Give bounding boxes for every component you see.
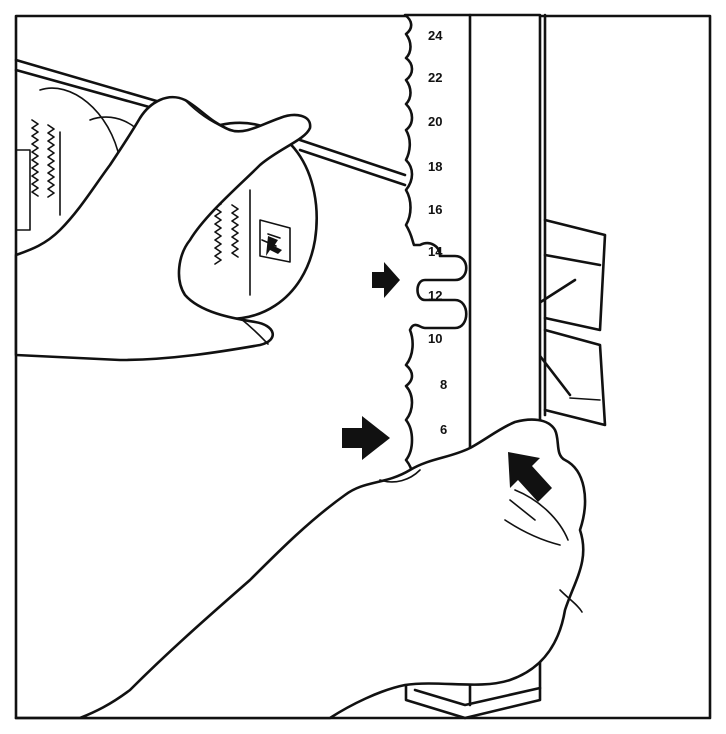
scale-label-8: 8 — [440, 377, 447, 392]
arrow-icon — [266, 236, 282, 256]
scale-label-12: 12 — [428, 288, 442, 303]
scale-label-14: 14 — [428, 244, 443, 259]
scale-label-22: 22 — [428, 70, 442, 85]
scale-label-20: 20 — [428, 114, 442, 129]
scale-label-18: 18 — [428, 159, 442, 174]
scale-label-10: 10 — [428, 331, 442, 346]
arrow-icon — [508, 452, 552, 502]
arrow-icon — [372, 262, 400, 298]
frame-border — [14, 14, 712, 720]
upper-hand — [14, 95, 312, 362]
lower-hand — [14, 418, 587, 720]
scale-label-24: 24 — [428, 28, 443, 43]
rail-scale: 24 22 20 18 16 14 12 10 8 6 — [428, 28, 447, 437]
arrow-icon — [342, 416, 390, 460]
scale-label-6: 6 — [440, 422, 447, 437]
scale-label-16: 16 — [428, 202, 442, 217]
